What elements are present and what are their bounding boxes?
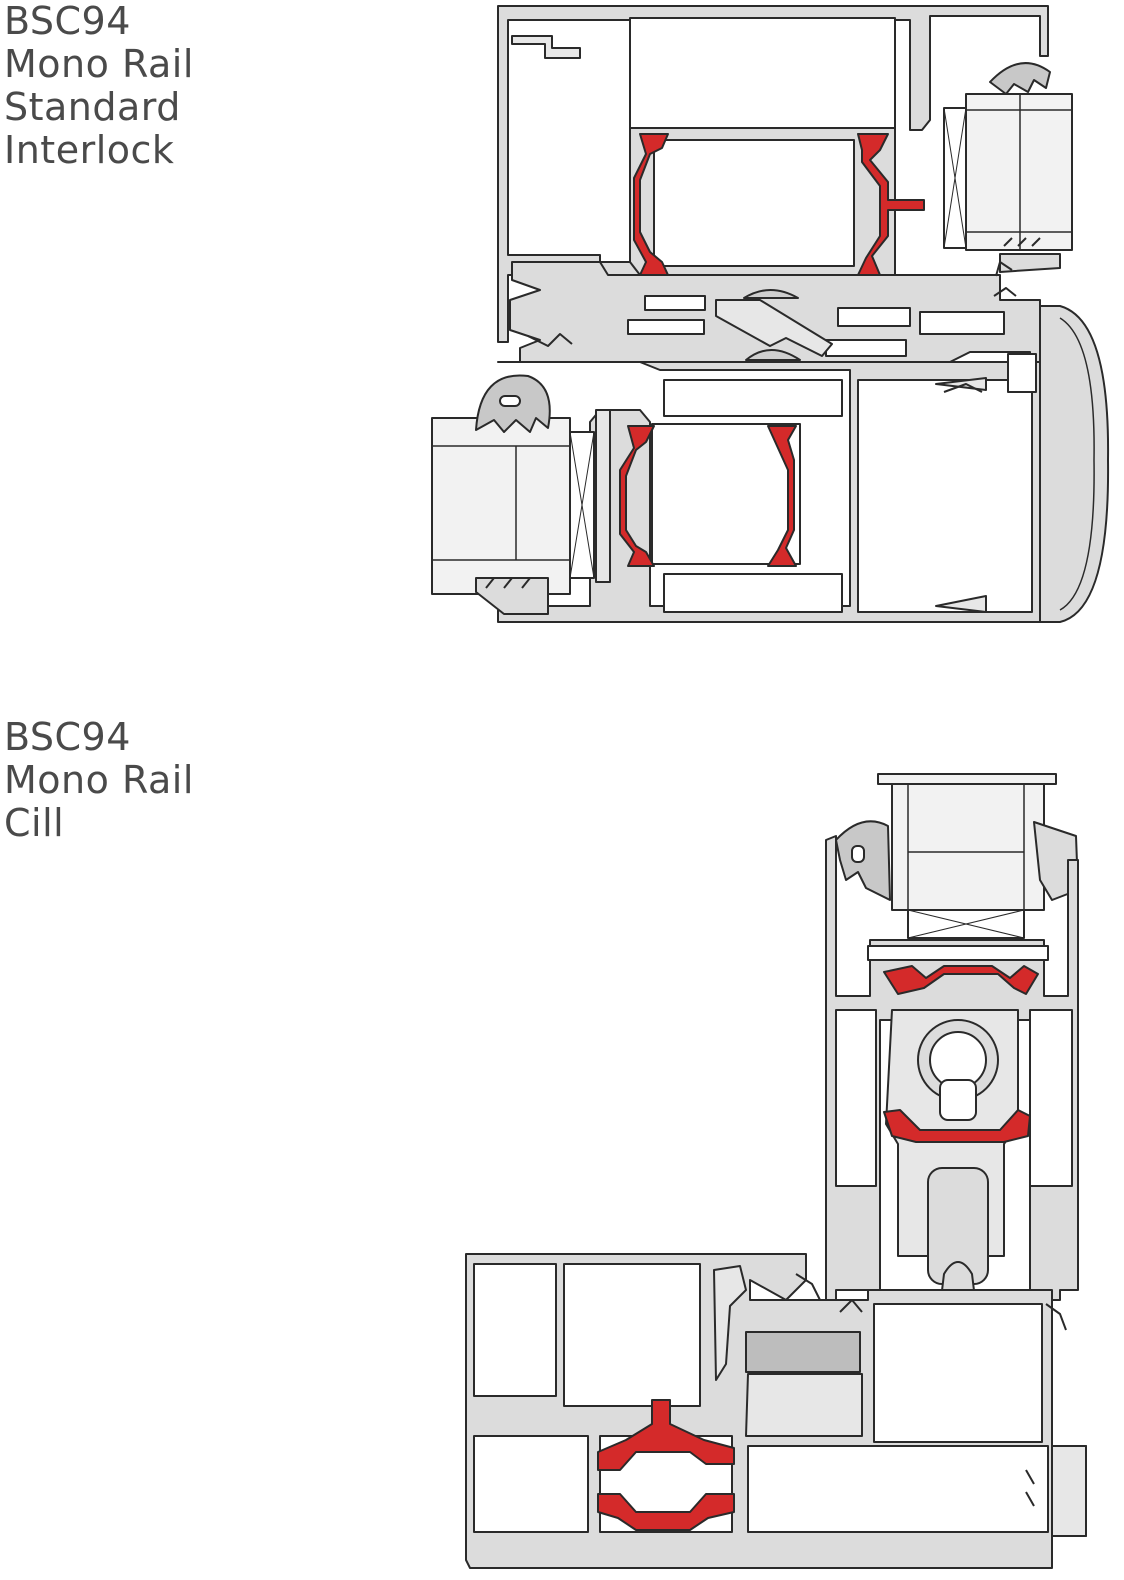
lower-end-chamber xyxy=(857,379,1033,613)
caption-line: BSC94 xyxy=(4,0,131,43)
thermal-break-cill-base xyxy=(597,1399,735,1471)
cill-chamber-a xyxy=(473,1263,557,1397)
caption-line: Standard xyxy=(4,85,181,129)
cill-side-chamber-right xyxy=(1029,1009,1073,1187)
thermal-break-lower-right xyxy=(767,425,797,567)
interlock-chamber-1 xyxy=(644,295,706,311)
glass-unit-upper xyxy=(965,93,1073,251)
caption-line: BSC94 xyxy=(4,715,131,759)
thermal-break-cill-mid xyxy=(883,1109,1031,1143)
cill-chamber-f xyxy=(873,1303,1043,1443)
cill-section-drawing xyxy=(465,773,1087,1569)
end-cap xyxy=(1039,305,1110,623)
cill-brush-strip xyxy=(745,1331,861,1373)
cill-top-chamber xyxy=(867,945,1049,961)
interlock-chamber-3 xyxy=(837,307,911,327)
glass-unit-cill xyxy=(877,773,1057,785)
cill-chamber-e xyxy=(747,1445,1049,1533)
caption-line: Mono Rail xyxy=(4,42,194,86)
cill-end-cap xyxy=(1051,1445,1087,1537)
caption-line: Mono Rail xyxy=(4,758,194,802)
lower-bead xyxy=(595,409,611,583)
thermal-break-upper-left xyxy=(633,133,669,276)
interlock-chamber-4 xyxy=(825,339,907,357)
lower-chamber-2 xyxy=(663,573,843,613)
lower-chamber-inner xyxy=(651,423,801,565)
thermal-break-upper-right xyxy=(857,133,925,276)
thermal-break-cill-base-lower xyxy=(597,1493,735,1531)
cill-chamber-b xyxy=(563,1263,701,1407)
interlock-chamber-2 xyxy=(627,319,705,335)
thermal-break-lower-left xyxy=(619,425,655,567)
interlock-chamber-5 xyxy=(919,311,1005,335)
lower-small-chamber xyxy=(1007,353,1037,393)
thermal-break-cill-top xyxy=(883,965,1039,995)
upper-chamber-inner xyxy=(653,139,855,267)
section-title-interlock: BSC94 Mono Rail Standard Interlock xyxy=(4,0,194,172)
upper-left-channel xyxy=(511,35,581,59)
cill-chamber-c xyxy=(473,1435,589,1533)
interlock-hook xyxy=(715,299,833,357)
section-title-cill: BSC94 Mono Rail Cill xyxy=(4,716,194,845)
caption-line: Cill xyxy=(4,801,65,845)
cill-side-chamber-left xyxy=(835,1009,877,1187)
lower-glazing-bead xyxy=(475,577,549,615)
glass-unit-lower xyxy=(431,417,571,595)
caption-line: Interlock xyxy=(4,128,175,172)
upper-glazing-bead xyxy=(999,253,1061,273)
upper-chamber xyxy=(629,17,896,129)
lower-chamber xyxy=(663,379,843,417)
glass-pane xyxy=(891,783,1045,911)
interlock-section-drawing xyxy=(431,5,1110,623)
upper-gasket xyxy=(989,62,1051,95)
